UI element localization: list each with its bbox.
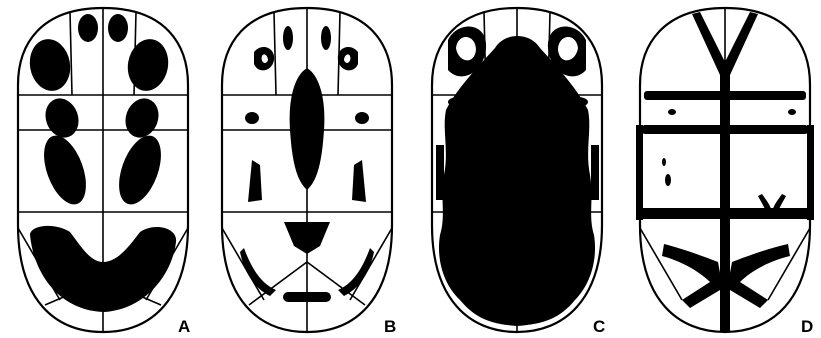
panel-c-blotch [591,145,599,200]
panel-d-blotch [644,91,806,100]
panel-b-blotch [283,26,293,50]
panel-d-label: D [801,317,813,336]
panel-d-blotch [788,109,796,115]
panel-b-blotch [321,26,331,50]
panel-b: B [222,8,396,336]
panel-d: D [636,8,814,336]
panel-d-blotch [640,208,810,219]
panel-c-blotches [436,27,599,326]
panel-d-blotch [668,109,676,115]
panel-d-blotch [636,125,643,220]
panel-d-blotch [662,158,666,166]
panel-d-blotch [807,125,814,220]
panel-b-blotch [283,292,331,302]
panel-a-blotch [108,14,128,42]
panel-c-blotch [448,97,468,107]
panel-a: A [18,8,190,336]
panel-c: C [432,8,605,336]
panel-c-blotch [436,145,444,200]
panel-c-label: C [593,317,605,336]
panel-b-label: B [384,317,396,336]
panel-d-blotch [665,174,671,186]
panel-b-blotch [355,112,369,124]
panel-a-label: A [178,317,190,336]
panel-d-blotch [642,125,808,134]
panel-c-blotch [568,97,588,107]
panel-a-blotch [78,14,98,42]
panel-b-blotch [245,112,259,124]
